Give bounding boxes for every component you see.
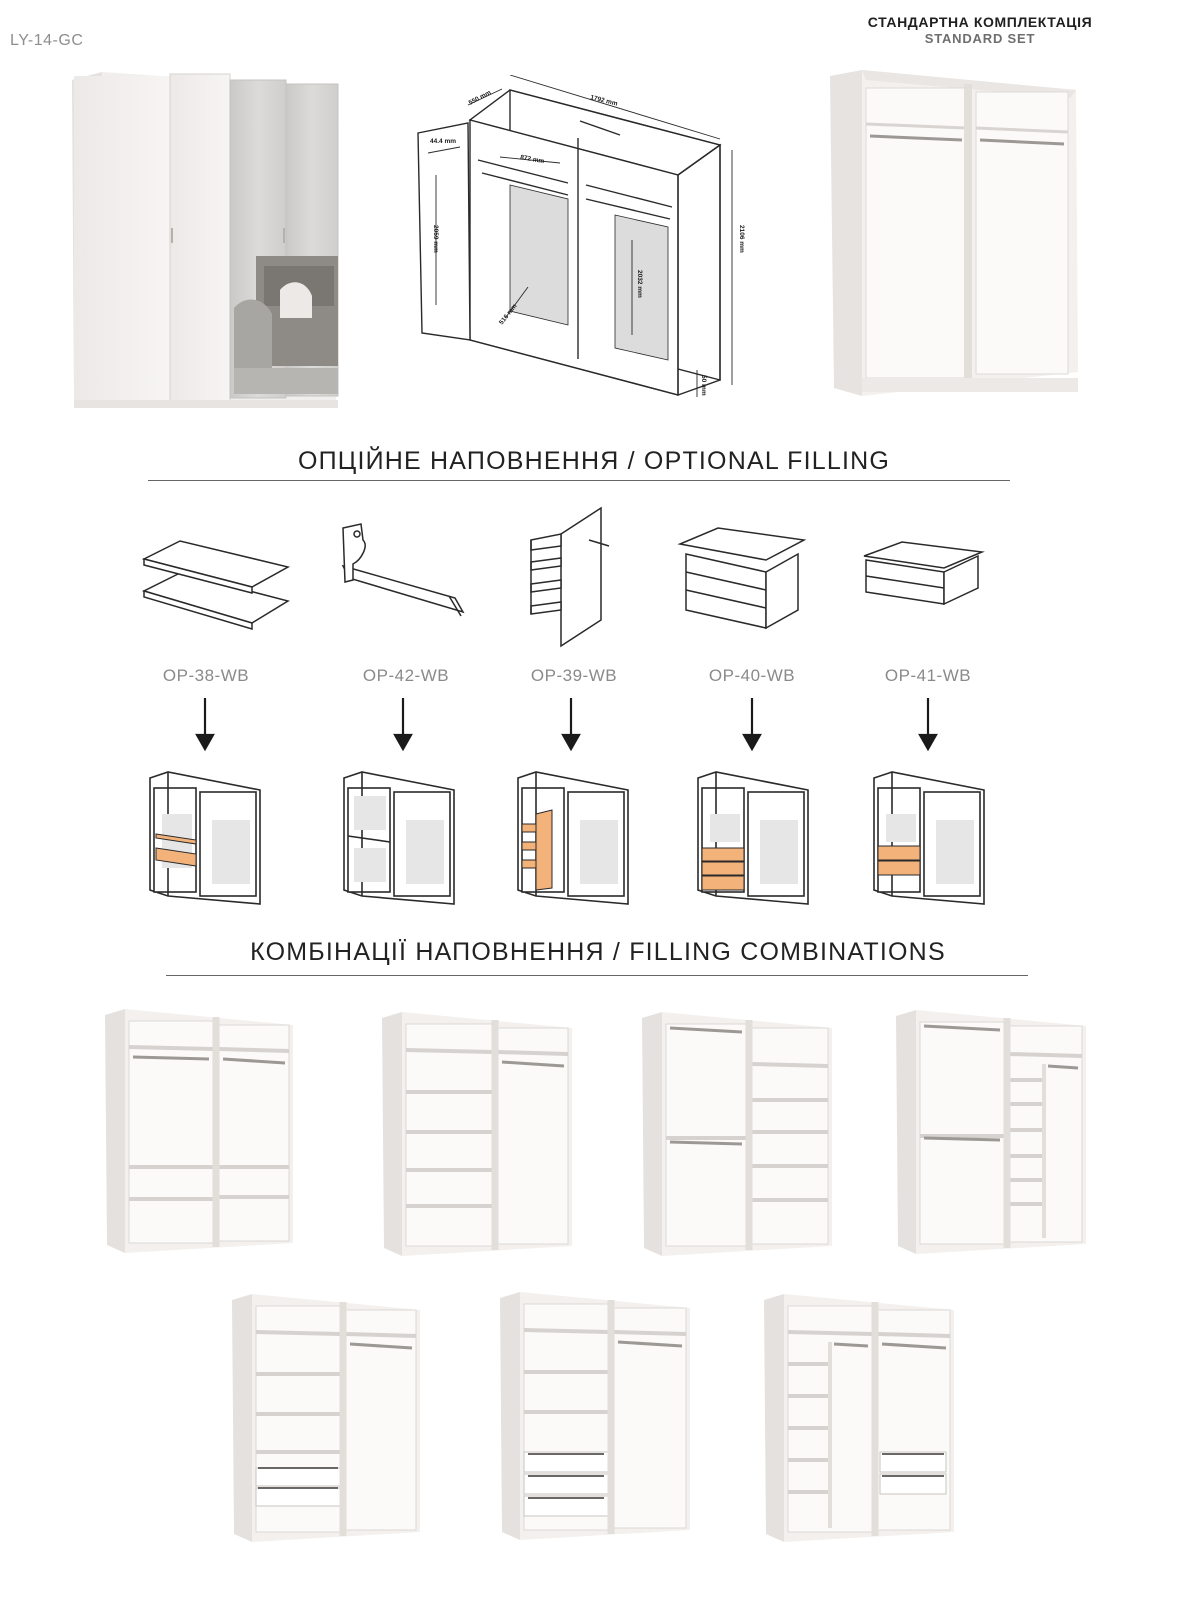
option-code-5: OP-41-WB xyxy=(884,666,972,685)
arrow-down-icon xyxy=(918,733,938,752)
drawers-large-accessory-icon xyxy=(677,527,807,630)
combination-2 xyxy=(382,1012,572,1256)
dim-depth: 550 mm xyxy=(468,89,493,107)
combination-5 xyxy=(232,1294,420,1542)
dim-door-height: 2059 mm xyxy=(432,225,439,253)
option-arrows xyxy=(195,698,938,752)
option-code-3: OP-39-WB xyxy=(530,666,618,685)
combination-1 xyxy=(105,1009,293,1253)
wardrobe-photo xyxy=(72,72,339,408)
standard-set-en: STANDARD SET xyxy=(924,31,1036,46)
drawers-small-accessory-icon xyxy=(863,541,985,606)
combination-3 xyxy=(642,1012,832,1256)
combinations-title: КОМБІНАЦІЇ НАПОВНЕННЯ / FILLING COMBINAT… xyxy=(250,938,946,966)
dim-plinth: 50 mm xyxy=(700,375,707,396)
optional-filling-title: ОПЦІЙНЕ НАПОВНЕННЯ / OPTIONAL FILLING xyxy=(297,447,891,475)
product-code: LY-14-GC xyxy=(10,32,84,49)
arrow-down-icon xyxy=(561,733,581,752)
option-code-1: OP-38-WB xyxy=(162,666,250,685)
dim-inner-height: 2032 mm xyxy=(636,270,643,298)
combination-4 xyxy=(896,1010,1086,1254)
combination-7 xyxy=(764,1294,954,1542)
option-diagram-5 xyxy=(873,771,985,905)
option-code-4: OP-40-WB xyxy=(708,666,796,685)
combinations-rule xyxy=(166,975,1028,976)
optional-filling-rule xyxy=(148,480,1010,481)
combination-6 xyxy=(500,1292,690,1540)
dim-width: 1792 mm xyxy=(590,94,619,108)
shelves-accessory-icon xyxy=(141,540,291,630)
dim-inner-width: 872 mm xyxy=(520,154,545,165)
dim-height: 2106 mm xyxy=(738,225,745,253)
arrow-down-icon xyxy=(742,733,762,752)
option-diagram-2 xyxy=(343,771,455,905)
option-diagram-3 xyxy=(517,771,629,905)
standard-set-ua: СТАНДАРТНА КОМПЛЕКТАЦІЯ xyxy=(867,14,1093,30)
arrow-down-icon xyxy=(195,733,215,752)
dim-door-gap: 44.4 mm xyxy=(430,138,456,145)
dimension-drawing: 1792 mm 550 mm 2106 mm 44.4 mm 872 mm 20… xyxy=(417,75,745,397)
arrow-down-icon xyxy=(393,733,413,752)
option-diagram-1 xyxy=(149,771,261,905)
shelf-unit-accessory-icon xyxy=(530,506,610,648)
rail-accessory-icon xyxy=(341,523,465,617)
standard-set-render xyxy=(830,70,1078,396)
option-diagram-4 xyxy=(697,771,809,905)
standard-set-heading: СТАНДАРТНА КОМПЛЕКТАЦІЯ STANDARD SET xyxy=(800,14,1160,46)
option-code-2: OP-42-WB xyxy=(362,666,450,685)
